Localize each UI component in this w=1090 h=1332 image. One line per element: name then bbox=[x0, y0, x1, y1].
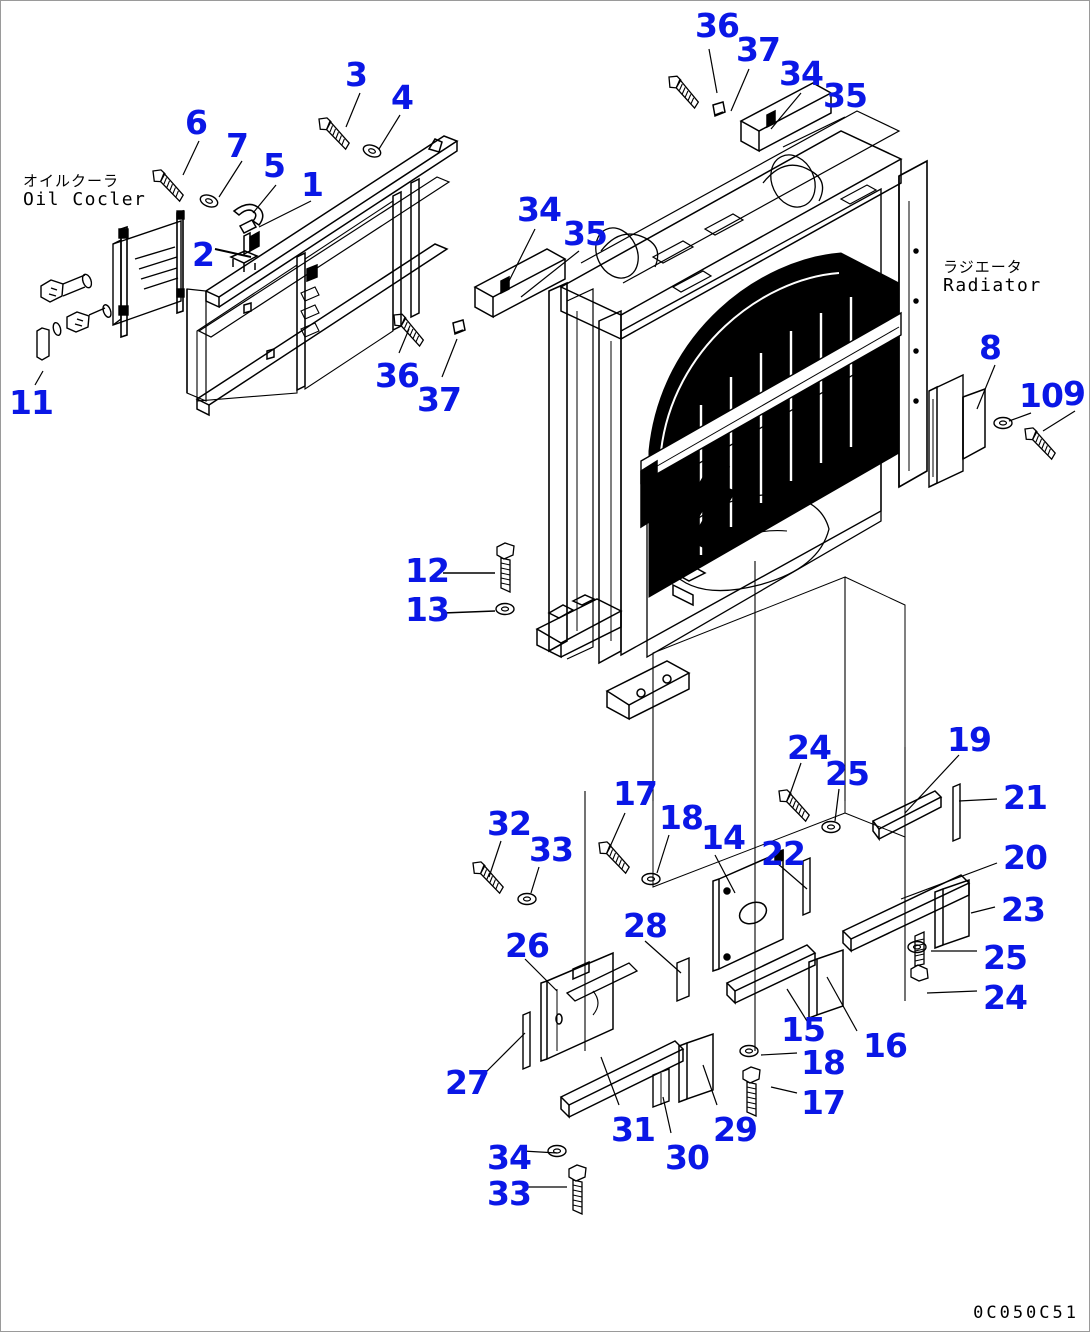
callout-35: 35 bbox=[563, 214, 608, 253]
callout-37: 37 bbox=[736, 30, 781, 69]
callout-6: 6 bbox=[185, 103, 208, 142]
callout-17: 17 bbox=[801, 1083, 846, 1122]
callout-22: 22 bbox=[761, 834, 806, 873]
callout-18: 18 bbox=[801, 1043, 846, 1082]
drawing-number: 0C050C51 bbox=[973, 1303, 1079, 1323]
callout-7: 7 bbox=[226, 126, 249, 165]
callout-3: 3 bbox=[345, 55, 368, 94]
callout-34: 34 bbox=[779, 54, 824, 93]
callout-19: 19 bbox=[947, 720, 992, 759]
callout-25: 25 bbox=[825, 754, 870, 793]
callout-37: 37 bbox=[417, 380, 462, 419]
callout-33: 33 bbox=[529, 830, 574, 869]
callout-8: 8 bbox=[979, 328, 1002, 367]
part-label-radiator: ラジエータ Radiator bbox=[943, 258, 1042, 297]
callout-27: 27 bbox=[445, 1063, 490, 1102]
callout-11: 11 bbox=[9, 383, 54, 422]
callout-4: 4 bbox=[391, 78, 414, 117]
callout-33: 33 bbox=[487, 1174, 532, 1213]
callout-31: 31 bbox=[611, 1110, 656, 1149]
callout-29: 29 bbox=[713, 1110, 758, 1149]
callout-30: 30 bbox=[665, 1138, 710, 1177]
radiator-label-en: Radiator bbox=[943, 275, 1042, 297]
callout-32: 32 bbox=[487, 804, 532, 843]
callout-9: 9 bbox=[1063, 374, 1086, 413]
callout-25: 25 bbox=[983, 938, 1028, 977]
radiator-label-jp: ラジエータ bbox=[943, 258, 1023, 276]
callout-34: 34 bbox=[487, 1138, 532, 1177]
callout-12: 12 bbox=[405, 551, 450, 590]
callout-23: 23 bbox=[1001, 890, 1046, 929]
callout-36: 36 bbox=[375, 356, 420, 395]
oil-cooler-label-en: Oil Cocler bbox=[23, 189, 147, 211]
callout-35: 35 bbox=[823, 76, 868, 115]
part-label-oil-cooler: オイルクーラ Oil Cocler bbox=[23, 172, 147, 211]
callout-1: 1 bbox=[301, 165, 324, 204]
callout-36: 36 bbox=[695, 6, 740, 45]
callout-17: 17 bbox=[613, 774, 658, 813]
callout-20: 20 bbox=[1003, 838, 1048, 877]
callout-28: 28 bbox=[623, 906, 668, 945]
callout-24: 24 bbox=[983, 978, 1028, 1017]
callout-2: 2 bbox=[192, 235, 215, 274]
callout-16: 16 bbox=[863, 1026, 908, 1065]
callout-21: 21 bbox=[1003, 778, 1048, 817]
callout-15: 15 bbox=[781, 1010, 826, 1049]
callout-34: 34 bbox=[517, 190, 562, 229]
callout-13: 13 bbox=[405, 590, 450, 629]
oil-cooler-label-jp: オイルクーラ bbox=[23, 172, 120, 190]
callout-26: 26 bbox=[505, 926, 550, 965]
callout-24: 24 bbox=[787, 728, 832, 767]
callout-18: 18 bbox=[659, 798, 704, 837]
callout-10: 10 bbox=[1019, 376, 1064, 415]
callout-5: 5 bbox=[263, 146, 286, 185]
callout-14: 14 bbox=[701, 818, 746, 857]
